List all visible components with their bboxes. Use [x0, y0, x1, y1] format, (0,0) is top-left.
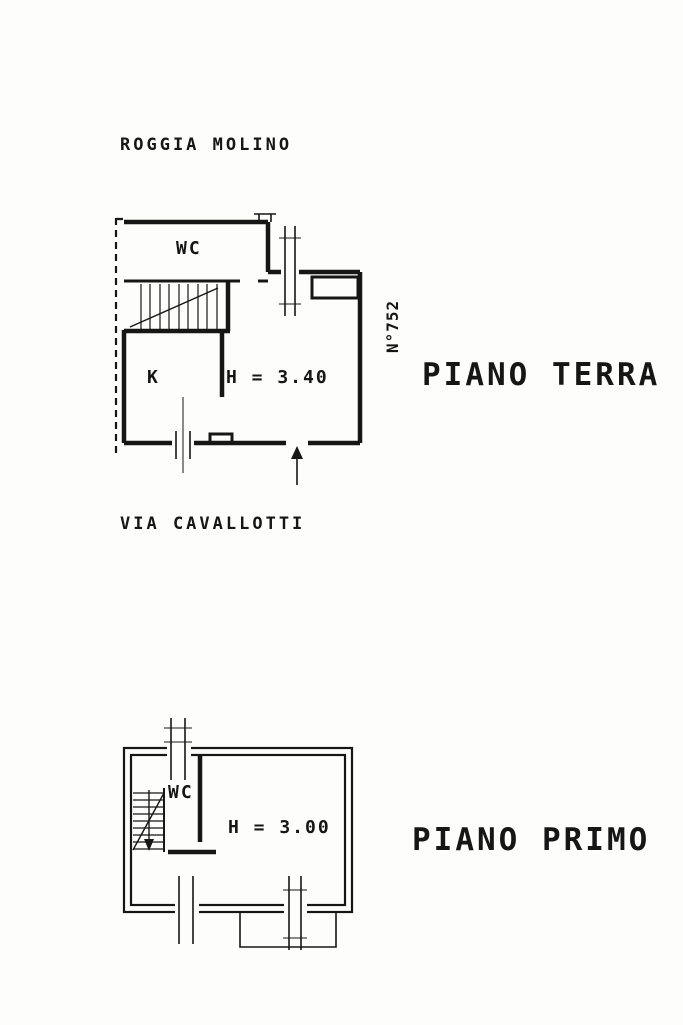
balcony-outline	[239, 912, 337, 948]
stair-enclosure-walls	[124, 281, 231, 397]
top-right-block	[310, 275, 360, 300]
first-outer-wall-inner	[129, 753, 347, 907]
first-floor-plan	[122, 718, 354, 950]
ground-floor-plan	[114, 213, 363, 485]
flue-marks	[254, 213, 276, 222]
first-outer-wall-outer	[122, 746, 354, 914]
first-wc-label: WC	[168, 782, 194, 803]
ground-floor-title: PIANO TERRA	[422, 357, 661, 393]
street-label-via-cavallotti: VIA CAVALLOTTI	[120, 514, 306, 534]
first-window-top-ticks	[164, 727, 192, 743]
first-window-bottom-right-ticks	[283, 889, 307, 939]
ground-stair-treads	[140, 284, 218, 329]
parcel-number-label: N°752	[383, 299, 402, 353]
ground-wc-label: WC	[176, 238, 202, 259]
window-bottom	[175, 431, 191, 459]
entrance-arrow-head	[291, 446, 303, 459]
window-gap-first-bottom-right	[284, 902, 307, 914]
property-boundary-dashed	[114, 217, 128, 458]
ground-outer-walls	[121, 219, 363, 446]
ground-ceiling-height-label: H = 3.40	[226, 367, 329, 388]
first-partition-walls	[168, 755, 216, 855]
ground-stair-direction-line	[129, 287, 219, 328]
kitchen-label: K	[147, 367, 160, 388]
window-top-right-ticks	[279, 237, 301, 305]
first-window-bottom-left	[178, 876, 194, 944]
window-top-right	[284, 226, 296, 316]
first-stair-cut-line	[132, 792, 165, 851]
window-gap-top-right	[281, 267, 299, 277]
ground-bottom-notch	[208, 432, 234, 443]
first-stair-arrow-head	[144, 839, 154, 851]
street-label-roggia-molino: ROGGIA MOLINO	[120, 135, 293, 155]
first-floor-title: PIANO PRIMO	[412, 822, 651, 858]
first-ceiling-height-label: H = 3.00	[228, 817, 331, 838]
